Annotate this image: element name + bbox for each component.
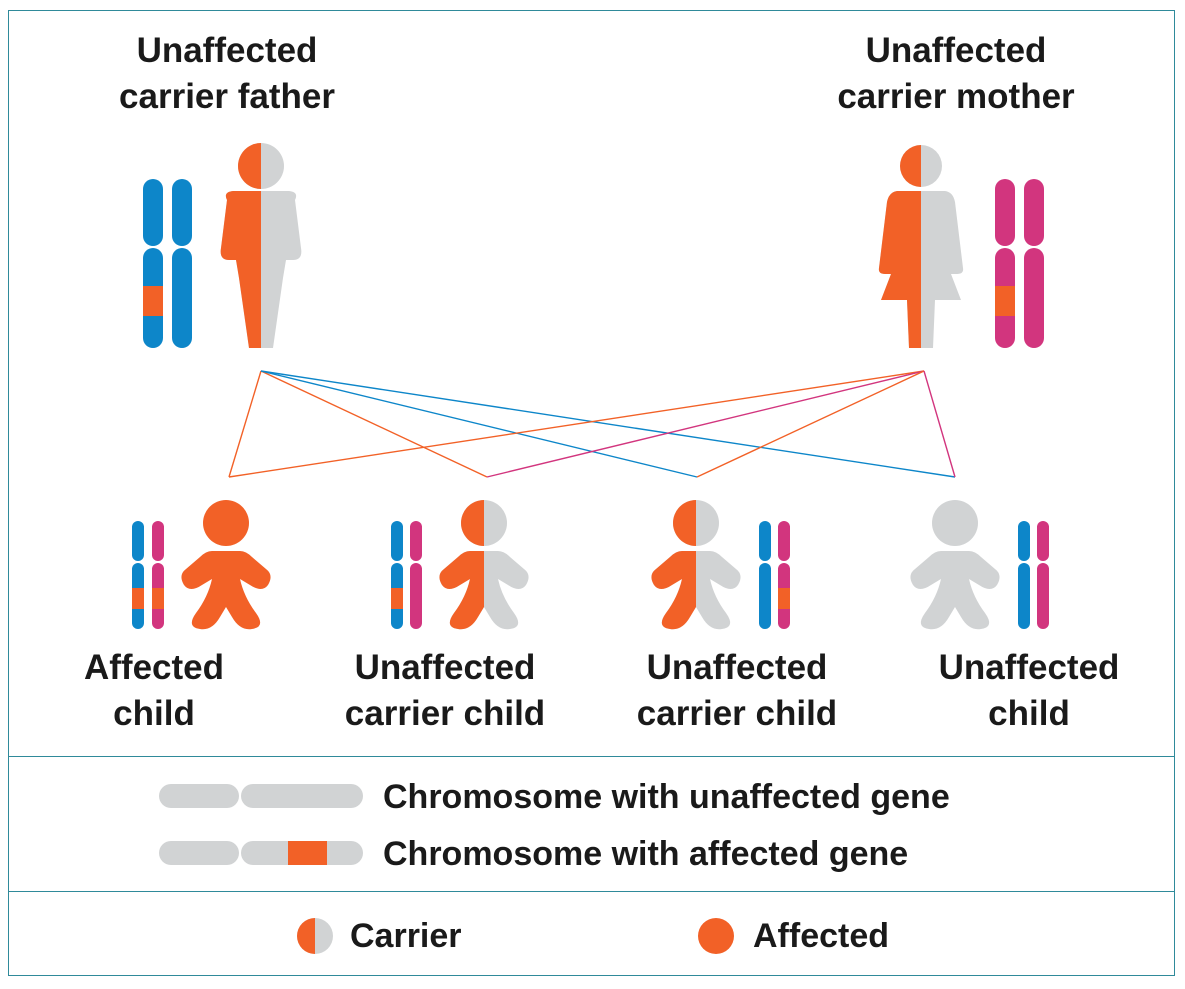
- father-chromosome-b-bottom: [172, 248, 192, 348]
- divider-top: [8, 756, 1175, 757]
- legend-chromosome-unaffected: [159, 784, 363, 808]
- child-label-4-line1: Unaffected: [938, 648, 1120, 687]
- legend-affected-gene-label: Chromosome with affected gene: [383, 835, 909, 873]
- legend-affected-icon: [698, 918, 734, 954]
- child-label-4: Unaffected child: [899, 645, 1159, 737]
- mother-label-line1: Unaffected: [865, 31, 1047, 70]
- mother-chromosome-b-bottom: [1024, 248, 1044, 348]
- child-label-1: Affected child: [44, 645, 264, 737]
- child-label-2: Unaffected carrier child: [315, 645, 575, 737]
- mother-chromosome-a-top: [995, 179, 1015, 246]
- father-chromosome-b-top: [172, 179, 192, 246]
- child-label-2-line1: Unaffected: [354, 648, 536, 687]
- mother-label-line2: carrier mother: [837, 77, 1075, 116]
- inheritance-lines: [228, 370, 956, 478]
- child-label-2-line2: carrier child: [344, 694, 546, 733]
- father-label-line2: carrier father: [119, 77, 335, 116]
- child-affected: [132, 500, 271, 630]
- legend-unaffected-gene-label: Chromosome with unaffected gene: [383, 778, 950, 816]
- child-label-1-line2: child: [113, 694, 195, 733]
- child-carrier-1: [391, 500, 529, 630]
- father-chromosome-a-top: [143, 179, 163, 246]
- father-label-line1: Unaffected: [136, 31, 318, 70]
- child-label-4-line2: child: [988, 694, 1070, 733]
- mother-chromosome-b-top: [1024, 179, 1044, 246]
- child-carrier-2: [651, 500, 790, 630]
- legend-carrier-label: Carrier: [350, 917, 462, 955]
- mother-affected-gene: [995, 286, 1015, 316]
- legend-carrier-icon: [297, 918, 333, 954]
- child-unaffected: [910, 500, 1049, 630]
- child-label-3: Unaffected carrier child: [607, 645, 867, 737]
- divider-bottom: [8, 891, 1175, 892]
- mother-label: Unaffected carrier mother: [806, 28, 1106, 120]
- child-icon: [910, 500, 1000, 630]
- father-affected-gene: [143, 286, 163, 316]
- child-icon: [181, 500, 271, 630]
- mother-chromosomes: [995, 179, 1044, 348]
- legend-chromosome-affected: [159, 841, 363, 865]
- child-label-3-line1: Unaffected: [646, 648, 828, 687]
- child-label-1-line1: Affected: [83, 648, 225, 687]
- legend-affected-label: Affected: [753, 917, 890, 955]
- father-label: Unaffected carrier father: [77, 28, 377, 120]
- child-label-3-line2: carrier child: [636, 694, 838, 733]
- father-chromosomes: [143, 179, 192, 348]
- diagram-frame: [8, 10, 1175, 976]
